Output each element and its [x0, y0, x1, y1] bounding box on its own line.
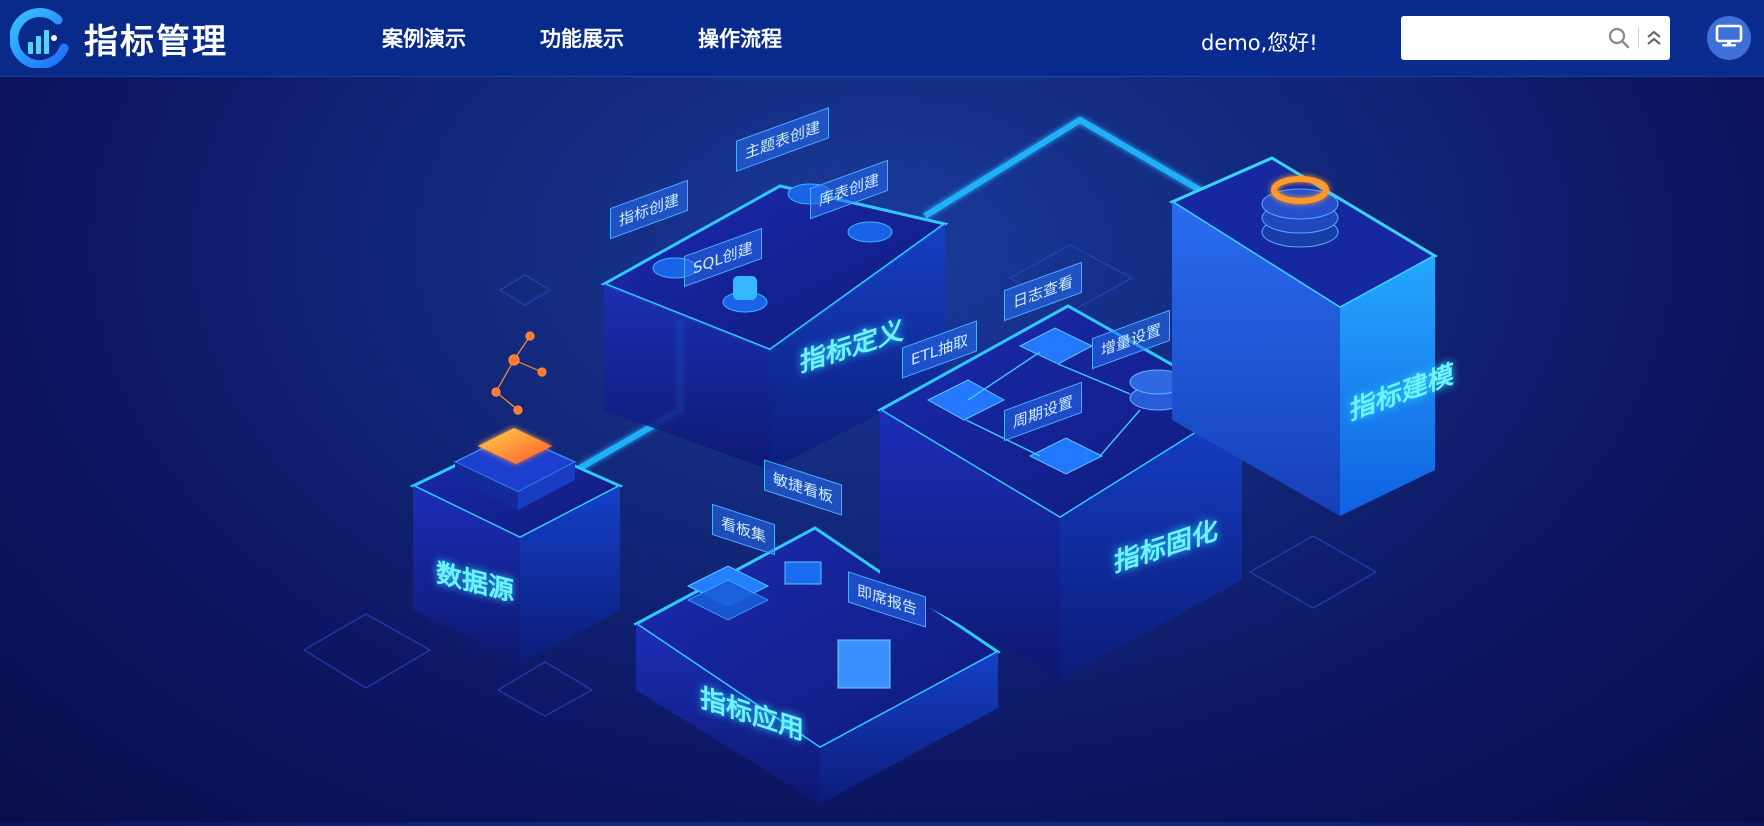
user-greeting: demo,您好!: [1201, 31, 1318, 55]
block-metric-modeling: [1168, 156, 1439, 516]
search-box: [1401, 16, 1670, 60]
logo-chart-icon: [9, 8, 70, 69]
block-metric-definition: [600, 183, 949, 470]
hero-illustration: 数据源 指标定义 指标应用 指标固化 指标建模 指标创建 主题表创建 库表创建 …: [0, 76, 1764, 822]
logo[interactable]: 指标管理: [9, 6, 228, 70]
block-metric-application: [633, 526, 1001, 804]
search-input[interactable]: [1409, 24, 1603, 54]
main-nav: 案例演示 功能展示 操作流程: [382, 0, 856, 76]
block-data-source: [409, 331, 624, 664]
nav-item-workflow[interactable]: 操作流程: [698, 27, 782, 51]
search-icon[interactable]: [1607, 26, 1631, 50]
monitor-icon: [1715, 24, 1743, 52]
double-chevron-up-icon[interactable]: [1645, 28, 1663, 48]
nav-item-case-demo[interactable]: 案例演示: [382, 27, 466, 51]
nav-item-feature-showcase[interactable]: 功能展示: [540, 27, 624, 51]
monitor-button[interactable]: [1707, 16, 1751, 60]
app-title: 指标管理: [84, 21, 228, 62]
search-divider: [1638, 28, 1639, 48]
top-header: 指标管理 案例演示 功能展示 操作流程 demo,您好!: [0, 0, 1764, 76]
